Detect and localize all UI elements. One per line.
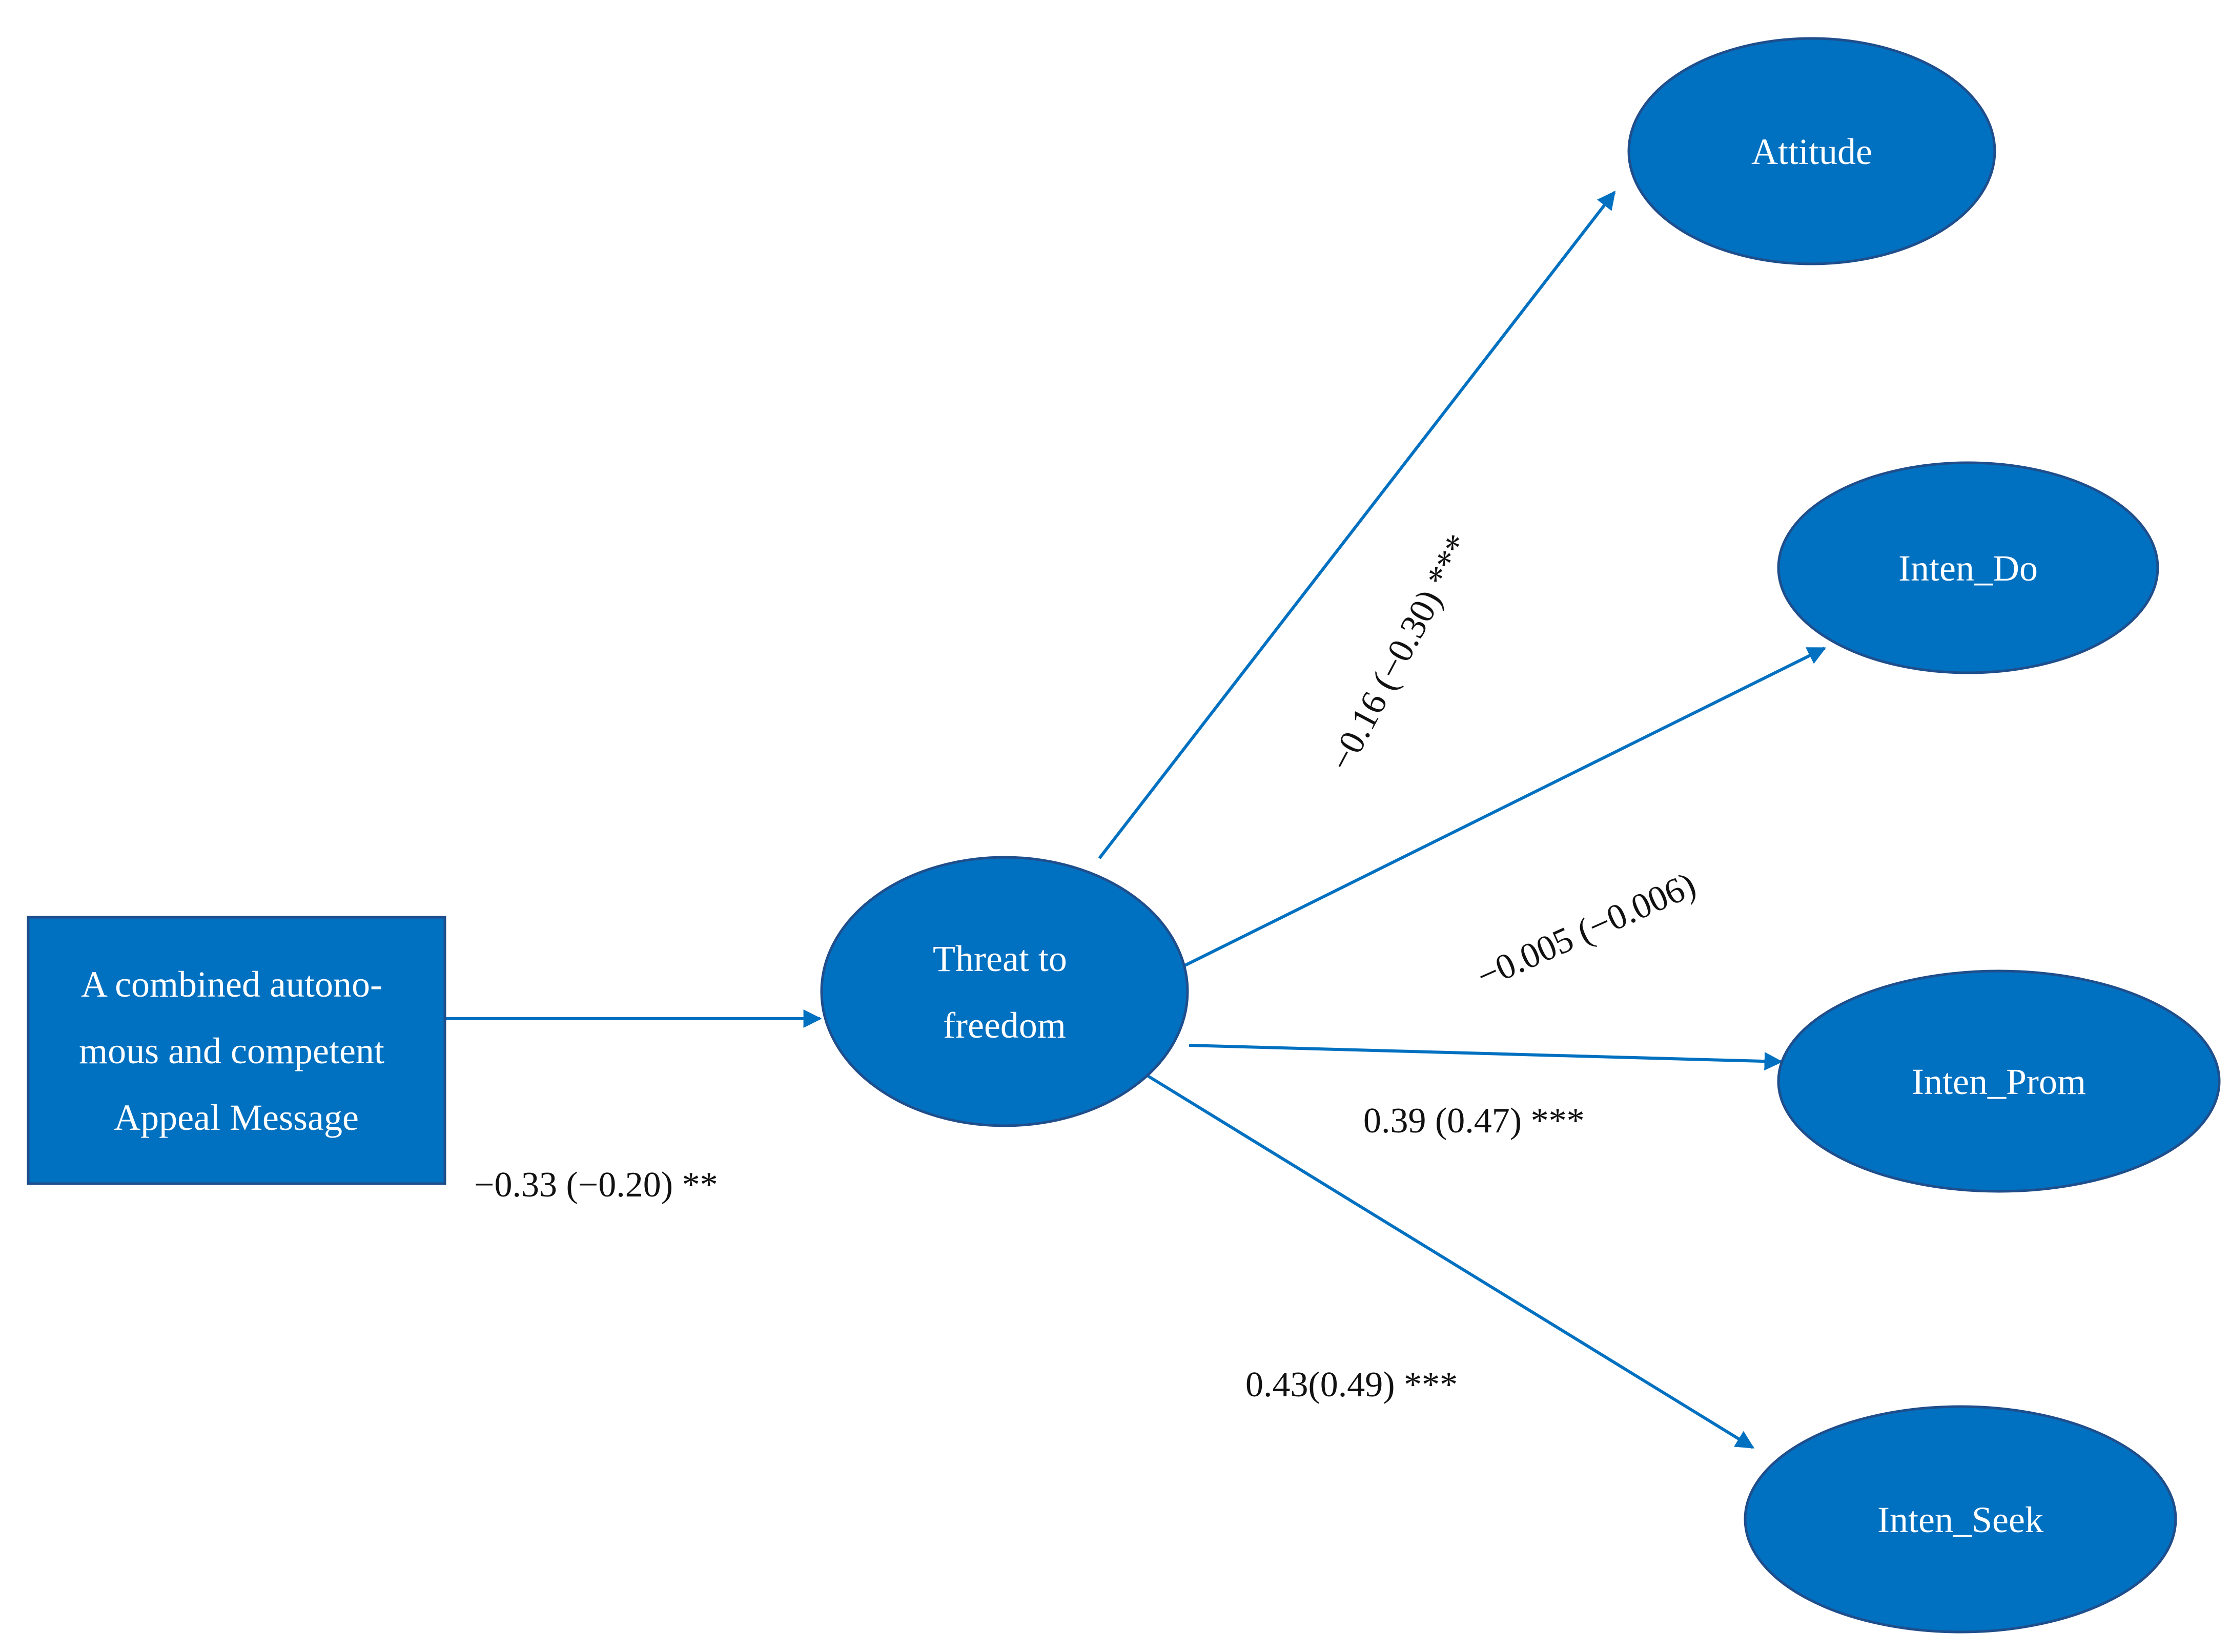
inten-prom-label: Inten_Prom xyxy=(1912,1061,2086,1102)
inten-seek-node xyxy=(1744,1405,2177,1634)
arrow-threat-to-inten-seek xyxy=(1147,1075,1755,1449)
threat-to-freedom-line-2: freedom xyxy=(943,1005,1066,1046)
label-threat-to-inten-do: −0.005 (−0.006) xyxy=(1471,865,1702,997)
appeal-message-line-3: Appeal Message xyxy=(114,1097,359,1138)
inten-do-node xyxy=(1777,461,2159,674)
arrow-threat-to-inten-do xyxy=(1183,647,1827,967)
svg-text:A combined autono- mous an: A combined autono- mous and competent Ap… xyxy=(79,964,394,1138)
threat-to-freedom-line-1: Threat to xyxy=(933,938,1067,979)
label-threat-to-inten-seek: 0.43(0.49) *** xyxy=(1245,1365,1458,1405)
inten-seek-label: Inten_Seek xyxy=(1877,1499,2043,1540)
arrow-threat-to-inten-prom xyxy=(1189,1044,1783,1071)
threat-to-freedom-node xyxy=(820,856,1189,1127)
appeal-message-line-1: A combined autono- xyxy=(81,964,382,1005)
appeal-message-node xyxy=(27,916,446,1185)
appeal-message-line-2: mous and competent xyxy=(79,1030,384,1071)
inten-do-label: Inten_Do xyxy=(1898,548,2038,589)
label-threat-to-inten-prom: 0.39 (0.47) *** xyxy=(1363,1101,1585,1141)
svg-text:Threat to freedom: Threat to freedom xyxy=(933,938,1076,1046)
inten-prom-node xyxy=(1777,969,2221,1193)
attitude-label: Attitude xyxy=(1751,131,1872,172)
arrow-threat-to-attitude xyxy=(1098,191,1616,859)
label-threat-to-attitude: −0.16 (−0.30) *** xyxy=(1321,528,1479,778)
label-appeal-to-threat: −0.33 (−0.20) ** xyxy=(474,1165,718,1205)
attitude-node xyxy=(1627,37,1996,265)
